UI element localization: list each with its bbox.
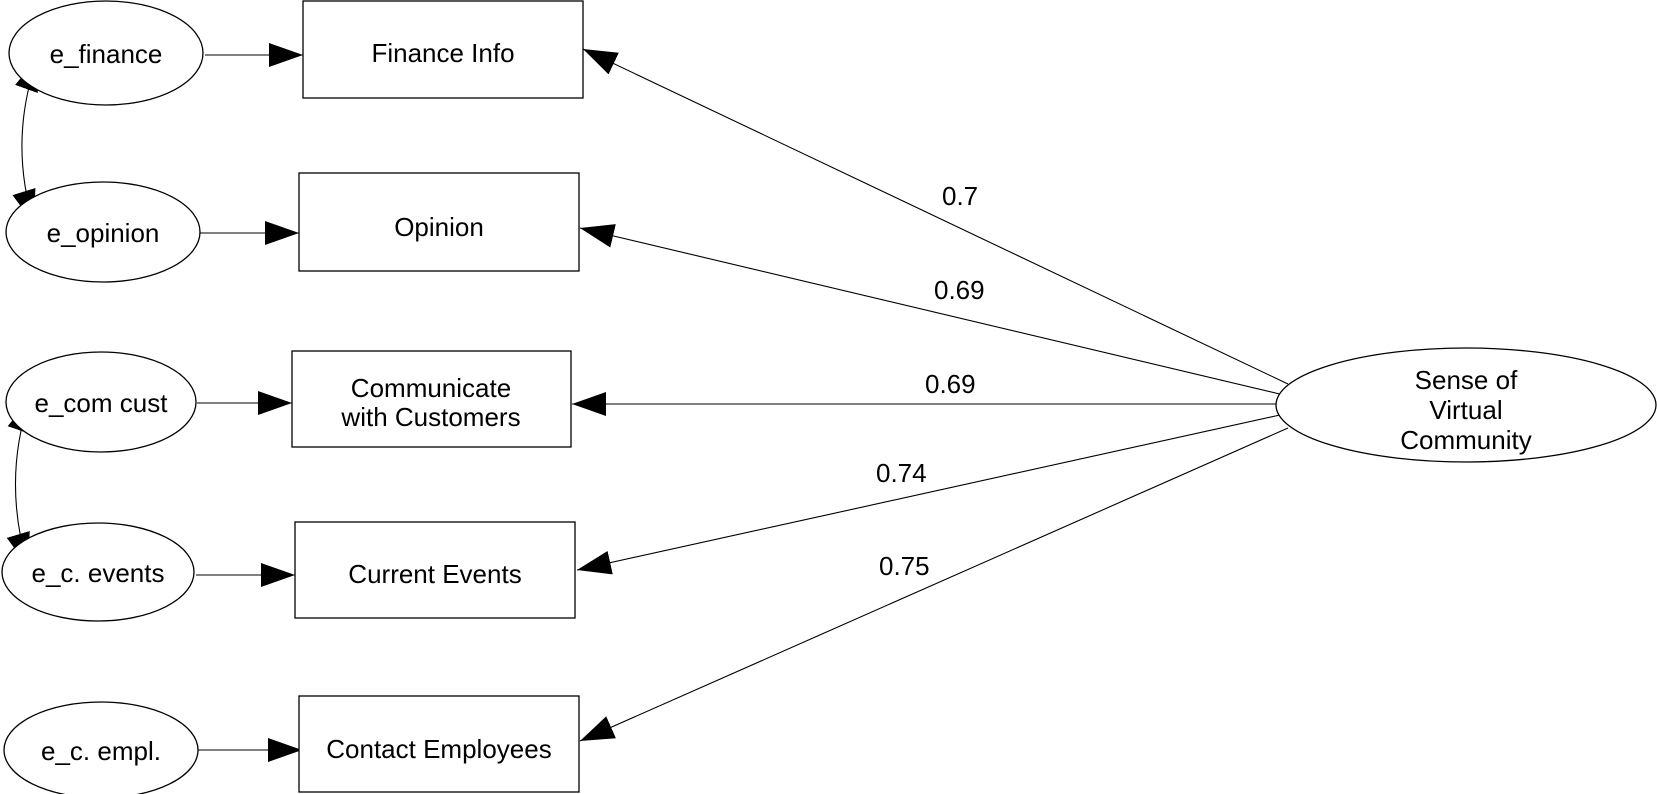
indicator-label: Opinion	[394, 212, 484, 242]
error-label: e_opinion	[47, 218, 160, 248]
latent-label-line1: Sense of	[1415, 365, 1518, 395]
latent-label-line2: Virtual	[1429, 395, 1502, 425]
loading-path-contact-employees	[579, 427, 1289, 742]
error-label: e_com cust	[35, 388, 169, 418]
loading-path-current-events	[576, 414, 1281, 575]
error-label: e_c. empl.	[41, 736, 161, 766]
indicator-opinion: Opinion	[298, 172, 580, 272]
indicator-label-line2: with Customers	[340, 402, 520, 432]
error-node-opinion: e_opinion	[5, 181, 201, 283]
loading-coefficient-contact-employees: 0.75	[879, 551, 930, 581]
loading-coefficient-finance: 0.7	[942, 181, 978, 211]
error-node-finance: e_finance	[8, 0, 204, 106]
indicator-label: Current Events	[348, 559, 521, 589]
loading-coefficient-communicate: 0.69	[925, 369, 976, 399]
latent-label-line3: Community	[1400, 425, 1531, 455]
loading-path-opinion	[579, 224, 1289, 397]
indicator-contact-employees: Contact Employees	[298, 695, 580, 793]
indicator-label: Finance Info	[371, 38, 514, 68]
error-label: e_c. events	[32, 558, 165, 588]
loading-path-finance	[582, 48, 1289, 385]
loading-coefficient-opinion: 0.69	[934, 275, 985, 305]
error-label: e_finance	[50, 39, 163, 69]
latent-sense-of-virtual-community: Sense of Virtual Community	[1275, 347, 1657, 463]
error-node-com-cust: e_com cust	[5, 351, 197, 453]
indicator-label-line1: Communicate	[351, 373, 511, 403]
error-node-c-events: e_c. events	[1, 522, 195, 622]
loading-coefficient-current-events: 0.74	[876, 458, 927, 488]
error-node-c-empl: e_c. empl.	[3, 701, 199, 794]
indicator-communicate-with-customers: Communicate with Customers	[291, 350, 572, 448]
indicator-current-events: Current Events	[294, 521, 576, 619]
indicator-finance-info: Finance Info	[302, 0, 584, 99]
indicator-label: Contact Employees	[326, 734, 551, 764]
